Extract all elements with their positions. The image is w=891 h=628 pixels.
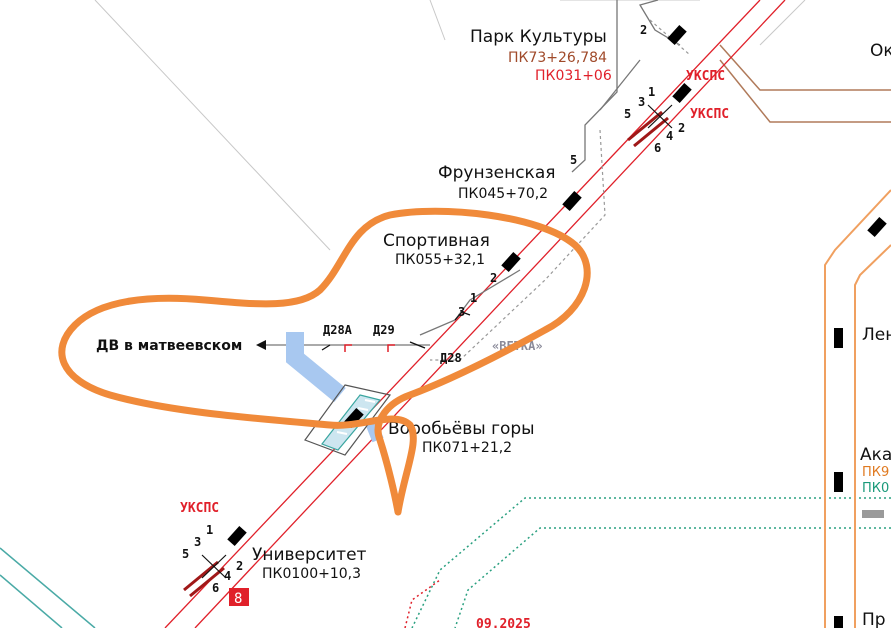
- switch-number: 1: [648, 85, 655, 99]
- uksps-label-3: УКСПС: [180, 501, 219, 516]
- signal-d28-label: Д28: [440, 351, 462, 365]
- right-lines: [719, 44, 891, 628]
- switch-number: 4: [224, 569, 231, 583]
- switch-number: 3: [458, 305, 465, 319]
- switch-number: 1: [470, 291, 477, 305]
- right-label-aka: Ака: [860, 445, 891, 465]
- right-label-pk9: ПК9: [862, 465, 889, 480]
- signal-d29-label: Д29: [373, 323, 395, 337]
- platform-right-pr: [834, 616, 843, 628]
- right-label-pr: Пр: [862, 610, 886, 628]
- uksps-label-2: УКСПС: [690, 107, 729, 122]
- platform-frunzenskaya: [562, 190, 582, 212]
- red-dotted-line: [404, 579, 441, 628]
- switch-number: 6: [212, 581, 219, 595]
- background-lines: [94, 0, 806, 251]
- badge-8-box: [229, 588, 249, 606]
- station-vorobyovy-gory-pk: ПК071+21,2: [422, 440, 512, 456]
- switch-number: 3: [194, 535, 201, 549]
- signals: [344, 344, 395, 352]
- switch-number: 2: [678, 121, 685, 135]
- dead-end-sidings: [183, 110, 669, 598]
- switch-number: 6: [654, 141, 661, 155]
- station-sportivnaya-name: Спортивная: [383, 231, 490, 251]
- station-frunzenskaya-name: Фрунзенская: [438, 163, 555, 183]
- teal-lines: [0, 547, 96, 628]
- switch-number: 1: [206, 523, 213, 537]
- station-park-kultury-name: Парк Культуры: [470, 27, 607, 47]
- switch-number: 5: [182, 547, 189, 561]
- platform-right-len: [834, 328, 843, 348]
- badge-8: 8: [234, 591, 242, 607]
- switch-number: 5: [570, 153, 577, 167]
- station-frunzenskaya-pk: ПК045+70,2: [458, 186, 548, 202]
- crossovers: [201, 104, 673, 579]
- uksps-label-1: УКСПС: [686, 69, 725, 84]
- green-dotted-lines: [411, 497, 891, 628]
- arrow-left-icon: [256, 340, 266, 350]
- signal-d28a-label: Д28А: [323, 323, 353, 337]
- switch-number: 3: [638, 95, 645, 109]
- switch-number: 2: [640, 23, 647, 37]
- switch-number: 2: [490, 271, 497, 285]
- station-vorobyovy-gory-name: Воробьёвы горы: [388, 419, 535, 439]
- station-park-kultury-pk2: ПК031+06: [535, 68, 612, 84]
- right-label-len: Лен: [862, 325, 891, 345]
- station-sportivnaya-pk: ПК055+32,1: [395, 252, 485, 268]
- grey-block: [862, 510, 884, 518]
- platform-park-kultury: [667, 24, 687, 46]
- station-universitet-pk: ПК0100+10,3: [262, 566, 361, 582]
- platform-right-aka: [834, 472, 843, 492]
- right-label-ok: Ок: [870, 41, 891, 61]
- right-label-pk0: ПК0: [862, 481, 889, 496]
- platform-sportivnaya: [501, 251, 521, 273]
- switch-numbers: 2 5 3 1 6 4 2 5 2 1 3 1 3 5 2 4 6: [182, 23, 685, 595]
- annotation-outline: [58, 207, 591, 516]
- switch-number: 4: [666, 129, 673, 143]
- station-park-kultury-pk1: ПК73+26,784: [508, 50, 607, 66]
- station-universitet-name: Университет: [252, 545, 367, 565]
- switch-number: 2: [236, 559, 243, 573]
- platform-right-top: [867, 216, 887, 238]
- switch-marks: [321, 311, 471, 351]
- platform-park-kultury-2: [672, 82, 692, 104]
- main-tracks: [164, 0, 786, 628]
- dv-matveevskoe-label: ДВ в матвеевском: [96, 338, 242, 354]
- date-label: 09.2025: [476, 617, 531, 628]
- switch-number: 5: [624, 107, 631, 121]
- platform-universitet: [227, 525, 247, 547]
